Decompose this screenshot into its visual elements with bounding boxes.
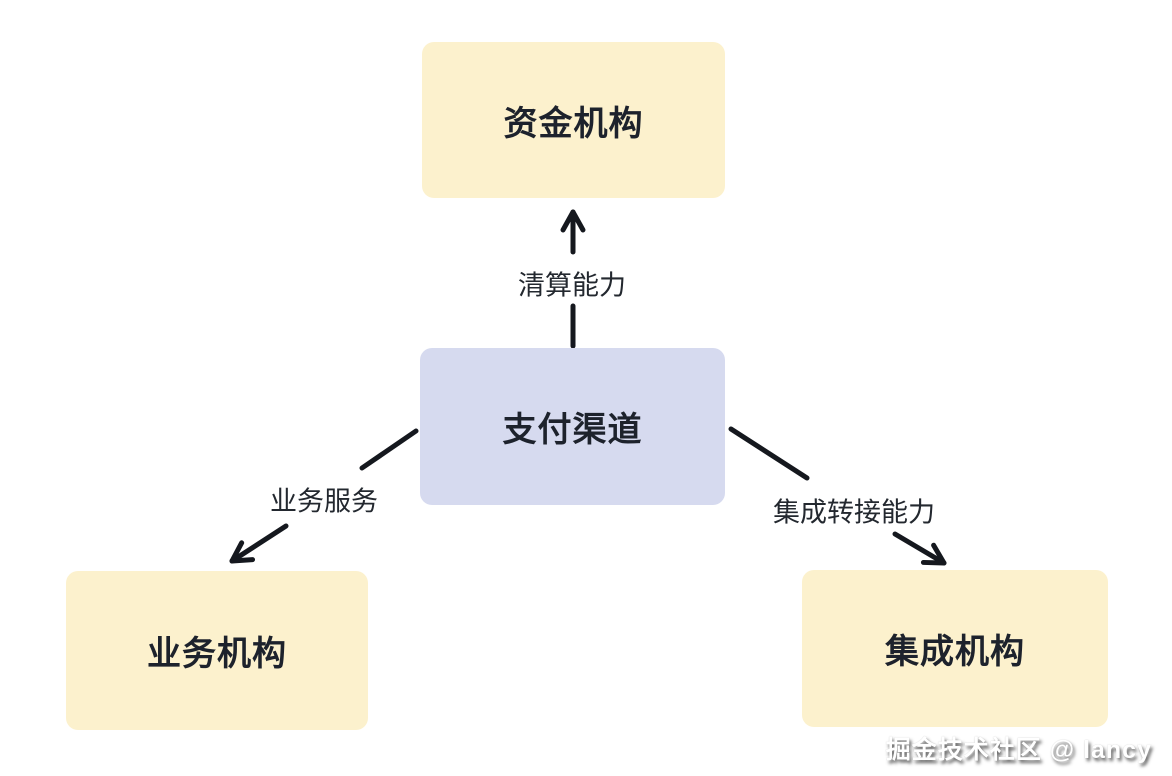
node-integration-label: 集成机构: [885, 633, 1025, 671]
node-payment-channel: 支付渠道: [420, 348, 725, 505]
node-funding-institution: 资金机构: [422, 42, 725, 198]
edge-label-integration-transfer-capability: 集成转接能力: [771, 490, 937, 530]
node-funding-label: 资金机构: [503, 104, 644, 143]
edge-label-business-service: 业务服务: [268, 479, 380, 519]
node-business-institution: 业务机构: [66, 571, 368, 730]
node-payment-label: 支付渠道: [502, 411, 643, 449]
watermark-text: 掘金技术社区 @ lancy: [885, 736, 1152, 764]
node-business-label: 业务机构: [147, 635, 287, 673]
node-integration-institution: 集成机构: [802, 570, 1108, 727]
edge-label-clearing-capability: 清算能力: [516, 263, 628, 303]
